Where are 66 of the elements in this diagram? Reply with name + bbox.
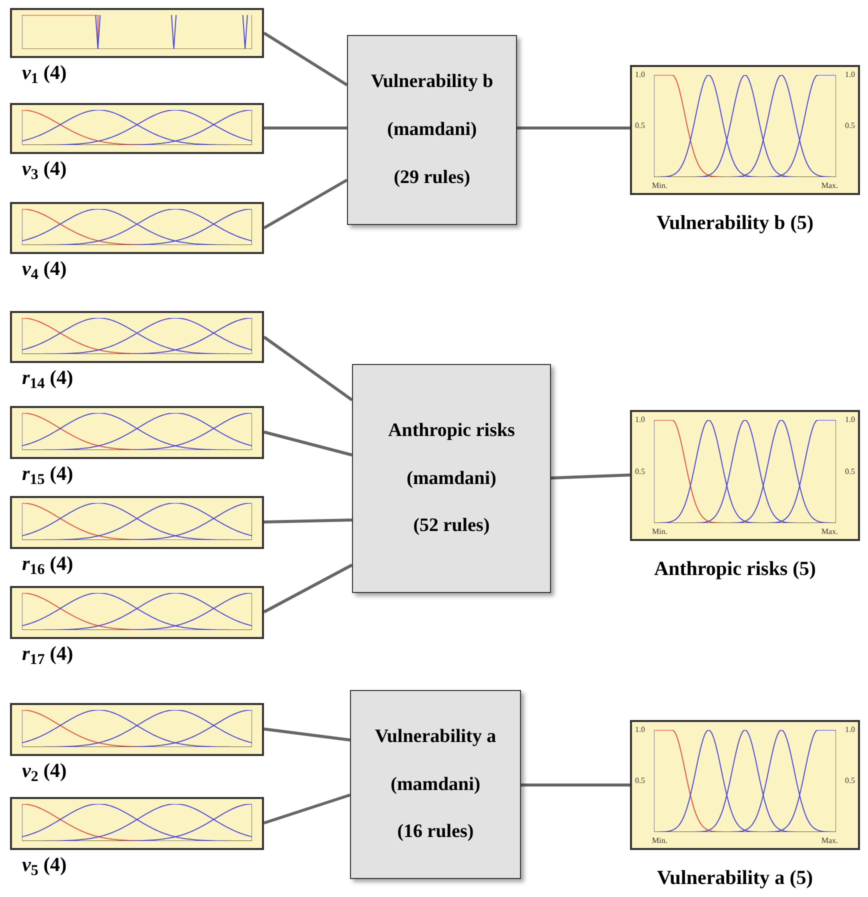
variable-caption: Anthropic risks (5) <box>653 557 817 582</box>
box-text: (mamdani) <box>390 772 480 796</box>
connector-line <box>521 784 630 786</box>
membership-plot <box>10 311 264 363</box>
connector-line <box>263 564 353 614</box>
box-text: (29 rules) <box>394 166 470 190</box>
membership-plot <box>10 496 264 549</box>
axis-tick-label: 0.5 <box>845 777 855 785</box>
box-text: (16 rules) <box>397 820 474 844</box>
axis-tick-label: 0.5 <box>635 468 645 476</box>
axis-tick-label: Min. <box>652 182 668 190</box>
membership-plot <box>10 8 264 58</box>
axis-tick-label: 0.5 <box>845 468 855 476</box>
variable-caption: v$_{2}$ (4) <box>22 759 67 784</box>
variable-caption: Vulnerability a (5) <box>656 866 814 891</box>
variable-caption: v$_{1}$ (4) <box>22 61 67 86</box>
variable-caption: v$_{4}$ (4) <box>22 257 67 282</box>
connector-line <box>263 178 348 230</box>
axis-tick-label: Max. <box>821 837 838 845</box>
axis-tick-label: 0.5 <box>635 122 645 130</box>
axis-tick-label: 1.0 <box>845 726 855 734</box>
connector-line <box>264 794 350 824</box>
variable-caption: Vulnerability b (5) <box>655 211 815 236</box>
axis-tick-label: 0.5 <box>845 122 855 130</box>
box-text: Vulnerability a <box>374 724 496 749</box>
membership-plot <box>10 406 264 459</box>
inference-box <box>352 364 551 593</box>
box-text: Anthropic risks <box>388 418 515 443</box>
box-text: (52 rules) <box>413 514 490 538</box>
membership-plot <box>10 202 264 254</box>
inference-box <box>347 35 517 225</box>
variable-caption: r$_{16}$ (4) <box>22 552 74 577</box>
connector-line <box>264 430 352 456</box>
axis-tick-label: Min. <box>652 528 668 536</box>
axis-tick-label: 1.0 <box>845 71 855 79</box>
axis-tick-label: 0.5 <box>635 777 645 785</box>
variable-caption: r$_{14}$ (4) <box>22 366 74 391</box>
membership-plot <box>630 410 860 541</box>
connector-line <box>263 336 353 402</box>
membership-plot <box>10 797 264 850</box>
connector-line <box>517 126 630 130</box>
connector-line <box>550 474 630 480</box>
membership-plot <box>630 720 860 850</box>
membership-plot <box>630 65 860 195</box>
connector-line <box>263 32 348 86</box>
inference-box <box>350 690 521 879</box>
box-text: (mamdani) <box>406 466 496 490</box>
axis-tick-label: 1.0 <box>635 726 645 734</box>
membership-plot <box>10 586 264 639</box>
variable-caption: v$_{3}$ (4) <box>22 157 67 182</box>
membership-plot <box>10 103 264 154</box>
connector-line <box>264 728 350 742</box>
axis-tick-label: 1.0 <box>635 71 645 79</box>
variable-caption: v$_{5}$ (4) <box>22 853 67 878</box>
connector-line <box>264 518 352 524</box>
axis-tick-label: Max. <box>821 182 838 190</box>
box-text: (mamdani) <box>387 118 477 142</box>
axis-tick-label: Max. <box>821 528 838 536</box>
membership-plot <box>10 703 264 756</box>
axis-tick-label: 1.0 <box>845 416 855 424</box>
box-text: Vulnerability b <box>370 70 494 94</box>
connector-line <box>264 126 347 130</box>
axis-tick-label: 1.0 <box>635 416 645 424</box>
variable-caption: r$_{17}$ (4) <box>22 642 74 667</box>
variable-caption: r$_{15}$ (4) <box>22 462 74 487</box>
axis-tick-label: Min. <box>652 837 668 845</box>
